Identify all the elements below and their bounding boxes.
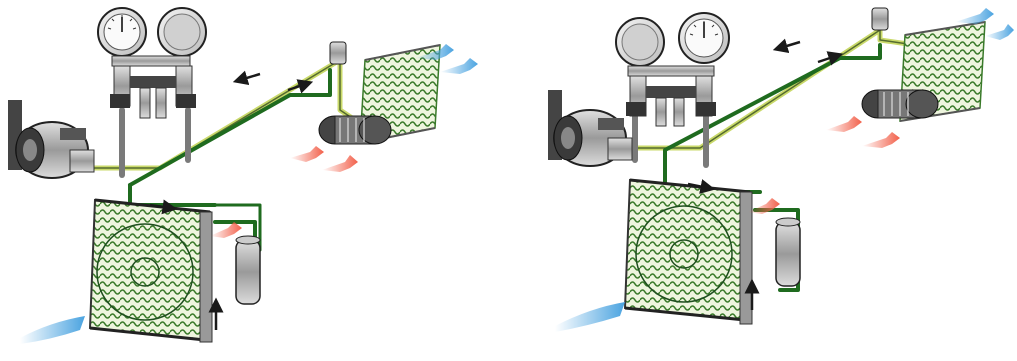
receiver-drier-icon-right [776, 218, 800, 286]
receiver-drier-icon [236, 236, 260, 304]
blower-icon-right [862, 90, 938, 118]
manifold-block-right [626, 66, 716, 126]
low-pressure-gauge-right [616, 18, 664, 66]
condenser-icon-right [625, 180, 752, 324]
compressor-icon [8, 100, 94, 178]
low-pressure-gauge [98, 8, 146, 56]
compressor-icon-right [548, 90, 632, 166]
panel-left [8, 8, 478, 344]
condenser-icon [90, 200, 212, 342]
high-pressure-gauge [158, 8, 206, 56]
blower-icon [319, 116, 391, 144]
high-pressure-gauge-right [679, 13, 729, 63]
panel-right [548, 8, 1014, 332]
